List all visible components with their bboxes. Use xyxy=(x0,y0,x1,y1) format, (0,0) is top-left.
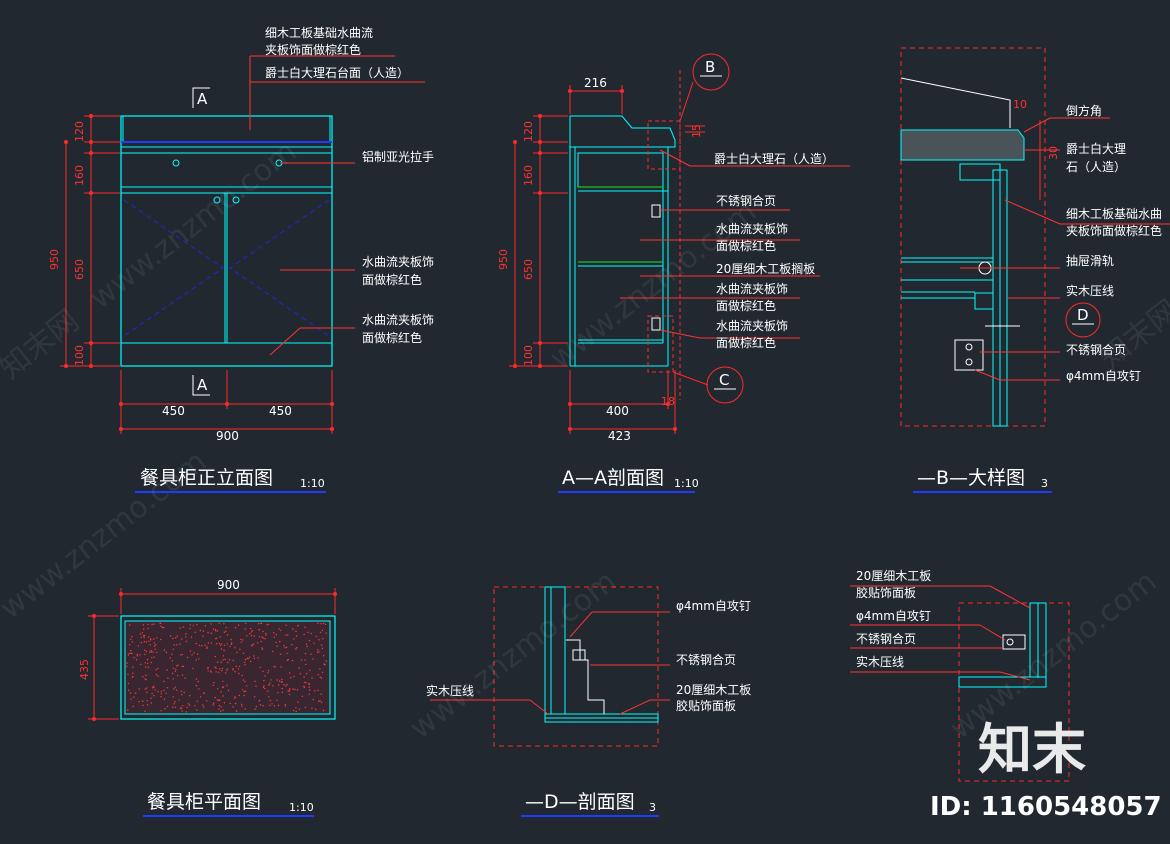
note-b-6: 实木压线 xyxy=(1066,283,1114,298)
note-b-7: 不锈钢合页 xyxy=(1066,342,1126,357)
note-front-4: 水曲流夹板饰 xyxy=(362,255,434,269)
dim-aa-v-100: 100 xyxy=(522,345,535,366)
section-mark-a-top: A xyxy=(197,90,208,108)
note-d-2: 20厘细木工板 xyxy=(676,683,751,697)
bubble-c: C xyxy=(719,371,729,389)
note-b-1: 爵士白大理 xyxy=(1066,141,1126,156)
title-section-d: —D—剖面图 xyxy=(525,791,635,813)
dim-front-total: 900 xyxy=(216,429,239,443)
note-aa-3: 面做棕红色 xyxy=(716,238,776,253)
note-d-3: 胶贴饰面板 xyxy=(676,698,736,713)
dim-aa-v-650: 650 xyxy=(522,259,535,280)
watermark-cn-1: 知末网 xyxy=(0,303,86,386)
dim-front-v-650: 650 xyxy=(73,259,86,280)
note-b-8: φ4mm自攻钉 xyxy=(1066,369,1141,383)
front-elevation: A A 450 450 900 120 160 650 100 950 xyxy=(48,26,434,493)
note-front-2: 爵士白大理石台面（人造） xyxy=(265,65,409,80)
id-label: ID: 1160548057 xyxy=(930,792,1162,822)
note-b-2: 石（人造） xyxy=(1066,160,1126,174)
note-aa-8: 面做棕红色 xyxy=(716,335,776,350)
bubble-b: B xyxy=(705,58,715,76)
note-d-0: φ4mm自攻钉 xyxy=(676,599,751,613)
note-aa-2: 水曲流夹板饰 xyxy=(716,222,788,236)
scale-plan-view: 1:10 xyxy=(289,801,314,814)
note-b-4: 夹板饰面做棕红色 xyxy=(1066,223,1162,238)
dim-aa-v-160: 160 xyxy=(522,165,535,186)
note-c-3: 不锈钢合页 xyxy=(856,631,916,646)
note-aa-4: 20厘细木工板搁板 xyxy=(716,261,815,276)
watermark-3: www.znzmo.com xyxy=(403,564,623,746)
dim-aa-216: 216 xyxy=(584,76,607,90)
note-c-2: φ4mm自攻钉 xyxy=(856,609,931,623)
note-d-1: 不锈钢合页 xyxy=(676,652,736,667)
section-mark-a-bottom: A xyxy=(197,376,208,394)
note-front-7: 面做棕红色 xyxy=(362,330,422,345)
note-b-3: 细木工板基础水曲 xyxy=(1066,207,1162,221)
scale-section-aa: 1:10 xyxy=(674,477,699,490)
bubble-d: D xyxy=(1077,306,1089,324)
note-aa-5: 水曲流夹板饰 xyxy=(716,282,788,296)
dim-aa-423: 423 xyxy=(608,429,631,443)
note-b-0: 倒方角 xyxy=(1066,103,1102,118)
detail-b: D 10 30 倒方角 爵士白大理 石（人造） 细木工板基础水曲 夹板饰面做棕红… xyxy=(900,47,1170,493)
dim-front-v-100: 100 xyxy=(73,345,86,366)
title-plan-view: 餐具柜平面图 xyxy=(147,791,261,813)
watermark-cn-2: 知末网 xyxy=(1093,293,1170,376)
title-section-aa: A—A剖面图 xyxy=(562,467,664,489)
note-c-1: 胶贴饰面板 xyxy=(856,585,916,600)
note-c-0: 20厘细木工板 xyxy=(856,569,931,583)
dim-front-v-120: 120 xyxy=(73,121,86,142)
note-b-5: 抽屉滑轨 xyxy=(1066,254,1114,268)
note-c-4: 实木压线 xyxy=(856,654,904,669)
detail-c: 20厘细木工板 胶贴饰面板 φ4mm自攻钉 不锈钢合页 实木压线 xyxy=(850,569,1070,782)
dim-aa-15: 15 xyxy=(690,124,703,138)
note-aa-7: 水曲流夹板饰 xyxy=(716,319,788,333)
note-aa-0: 爵士白大理石（人造） xyxy=(714,151,834,166)
dim-b-30: 30 xyxy=(1047,146,1060,160)
title-detail-b: —B—大样图 xyxy=(917,467,1025,489)
note-front-3: 铝制亚光拉手 xyxy=(362,149,434,164)
brand-logo: 知末 xyxy=(978,718,1086,781)
plan-view: 900 435 餐具柜平面图 1:10 xyxy=(78,578,337,817)
scale-front-view: 1:10 xyxy=(300,477,325,490)
dim-plan-900: 900 xyxy=(217,578,240,592)
dim-plan-435: 435 xyxy=(78,659,91,680)
dim-aa-400: 400 xyxy=(606,404,629,418)
section-aa: B C 216 15 18 400 423 xyxy=(497,53,850,493)
scale-detail-b: 3 xyxy=(1041,477,1048,490)
dim-aa-v-950: 950 xyxy=(497,249,510,270)
note-d-4: 实木压线 xyxy=(426,683,474,698)
dim-front-left: 450 xyxy=(162,404,185,418)
note-aa-1: 不锈钢合页 xyxy=(716,193,776,208)
watermark-4: www.znzmo.com xyxy=(0,444,213,626)
note-front-5: 面做棕红色 xyxy=(362,272,422,287)
note-aa-6: 面做棕红色 xyxy=(716,298,776,313)
granite-speckle xyxy=(126,622,327,713)
note-front-1: 夹板饰面做棕红色 xyxy=(265,42,361,57)
dim-front-right: 450 xyxy=(269,404,292,418)
dim-front-v-950: 950 xyxy=(48,249,61,270)
dim-b-10: 10 xyxy=(1013,98,1027,111)
title-front-view: 餐具柜正立面图 xyxy=(140,467,273,489)
dim-aa-v-120: 120 xyxy=(522,121,535,142)
note-front-0: 细木工板基础水曲流 xyxy=(265,26,373,40)
note-front-6: 水曲流夹板饰 xyxy=(362,313,434,327)
dim-front-v-160: 160 xyxy=(73,165,86,186)
scale-section-d: 3 xyxy=(649,801,656,814)
section-d: φ4mm自攻钉 不锈钢合页 20厘细木工板 胶贴饰面板 实木压线 —D—剖面图 … xyxy=(426,586,751,817)
